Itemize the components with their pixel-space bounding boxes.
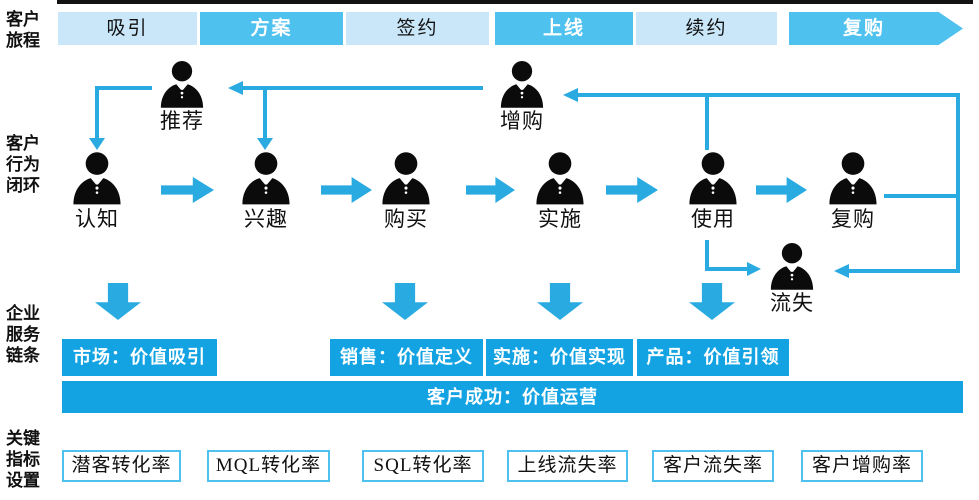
node-label: 流失 (770, 291, 814, 315)
line-upsell-to-refer (243, 86, 483, 90)
line-right-to-upsell (578, 93, 960, 97)
arrowhead-churn-right (834, 264, 849, 278)
flow-arrow-purchase-implement (466, 177, 515, 203)
top-border-bar (57, 0, 973, 4)
service-box-sales: 销售：价值定义 (330, 339, 483, 376)
line-to-churn-right (848, 269, 958, 273)
down-arrow-implement (537, 283, 583, 320)
node-label: 兴趣 (244, 207, 288, 231)
node-use: 使用 (673, 150, 753, 231)
down-arrow-sales (382, 283, 428, 320)
arrowhead-to-upsell (563, 88, 578, 102)
node-upsell: 增购 (482, 60, 562, 133)
arrowhead-to-interest (257, 138, 273, 150)
stage-repurchase: 复购 (789, 12, 963, 45)
service-box-implement: 实施：价值实现 (486, 339, 633, 376)
node-label: 购买 (384, 207, 428, 231)
node-label: 复购 (831, 207, 875, 231)
flow-arrow-implement-use (606, 177, 658, 203)
person-icon (382, 152, 430, 205)
person-icon (73, 152, 121, 205)
line-right-vertical (956, 93, 960, 273)
stage-attract: 吸引 (58, 12, 197, 45)
flow-arrow-awareness-interest (161, 177, 214, 203)
stage-sign: 签约 (346, 12, 489, 45)
line-use-down (705, 240, 709, 271)
stage-golive: 上线 (495, 12, 633, 45)
node-repurchase: 复购 (813, 150, 893, 231)
node-refer: 推荐 (142, 60, 222, 133)
service-box-product: 产品：价值引领 (637, 339, 789, 376)
person-icon (536, 152, 584, 205)
node-interest: 兴趣 (226, 150, 306, 231)
line-use-up (705, 95, 709, 150)
line-refer-left (95, 86, 152, 90)
metric-golive-churn: 上线流失率 (507, 450, 628, 482)
stage-renew: 续约 (636, 12, 777, 45)
node-purchase: 购买 (366, 150, 446, 231)
person-icon (500, 61, 544, 108)
person-icon (689, 152, 737, 205)
metric-mql-conversion: MQL转化率 (207, 450, 330, 482)
node-implement: 实施 (520, 150, 600, 231)
node-label: 推荐 (160, 109, 204, 133)
person-icon (770, 243, 814, 290)
node-label: 实施 (538, 207, 582, 231)
arrowhead-to-awareness (89, 138, 105, 150)
metric-customer-churn: 客户流失率 (652, 450, 774, 482)
line-refer-down (95, 86, 99, 138)
arrowhead-to-refer (228, 81, 243, 95)
flow-arrow-use-repurchase (756, 177, 807, 203)
line-repurchase-stub (884, 194, 958, 198)
stage-solution: 方案 (200, 12, 343, 45)
section-label-service: 企业服务链条 (6, 304, 40, 365)
down-arrow-market (95, 283, 141, 320)
node-label: 认知 (75, 207, 119, 231)
node-label: 增购 (500, 109, 544, 133)
metric-sql-conversion: SQL转化率 (362, 450, 484, 482)
service-bar-customer-success: 客户成功：价值运营 (62, 381, 963, 413)
person-icon (829, 152, 877, 205)
metric-prospect-conversion: 潜客转化率 (62, 450, 181, 482)
section-label-behavior: 客户行为闭环 (6, 134, 40, 195)
section-label-journey: 客户旅程 (6, 10, 40, 50)
line-use-elbow (705, 267, 747, 271)
service-box-market: 市场：价值吸引 (62, 339, 217, 376)
person-icon (242, 152, 290, 205)
down-arrow-product (689, 283, 735, 320)
person-icon (160, 61, 204, 108)
node-awareness: 认知 (57, 150, 137, 231)
section-label-metrics: 关键指标设置 (6, 429, 40, 490)
flow-arrow-interest-purchase (321, 177, 372, 203)
metric-customer-upsell: 客户增购率 (801, 450, 923, 482)
line-branch-down (263, 88, 267, 138)
node-label: 使用 (691, 207, 735, 231)
node-churn: 流失 (752, 242, 832, 315)
